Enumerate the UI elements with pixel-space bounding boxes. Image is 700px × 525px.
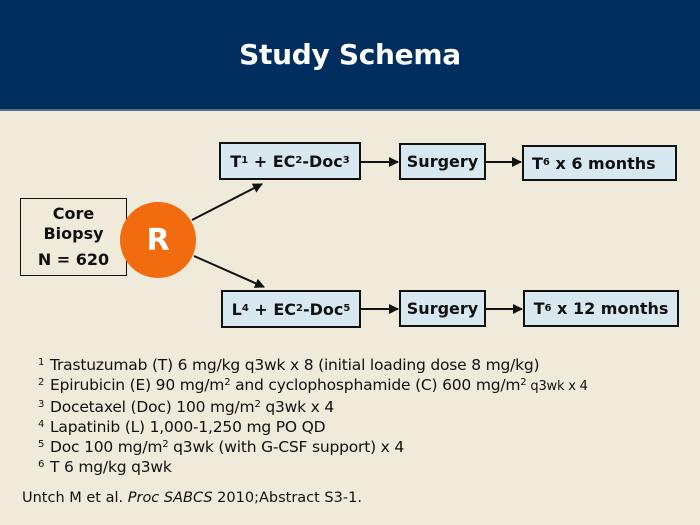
footnote-number: 4: [38, 419, 45, 430]
arm1-drug-a: T: [230, 151, 242, 171]
footnote-text: and cyclophosphamide (C) 600 mg/m: [230, 376, 521, 394]
arm1-maint-drug: T: [532, 153, 543, 173]
arm1-maint-duration: x 6 months: [549, 153, 656, 173]
footnote-text: Lapatinib (L) 1,000-1,250 mg PO QD: [50, 418, 326, 436]
enrollment-line1: Core: [52, 204, 95, 223]
title-bar: Study Schema: [0, 0, 700, 111]
citation-journal: Proc SABCS: [127, 490, 213, 506]
footnote-text: Trastuzumab (T) 6 mg/kg q3wk x 8 (initia…: [50, 356, 540, 374]
superscript: 2: [162, 439, 169, 450]
footnote-number: 1: [38, 357, 45, 368]
superscript: 2: [254, 399, 261, 410]
footnote-number: 2: [38, 377, 45, 388]
footnotes: 1 Trastuzumab (T) 6 mg/kg q3wk x 8 (initi…: [38, 355, 588, 477]
footnote-3: 3 Docetaxel (Doc) 100 mg/m2 q3wk x 4: [38, 397, 588, 417]
footnote-text: q3wk x 4: [260, 398, 334, 416]
citation-details: 2010;Abstract S3-1.: [212, 490, 362, 506]
footnote-number: 3: [38, 399, 45, 410]
footnote-4: 4 Lapatinib (L) 1,000-1,250 mg PO QD: [38, 417, 588, 437]
arrow-to-arm-1: [191, 183, 263, 221]
arm2-maint-duration: x 12 months: [551, 299, 669, 318]
footnote-6: 6 T 6 mg/kg q3wk: [38, 457, 588, 477]
arm1-drug-c: -Doc: [302, 151, 343, 171]
arm2-drug-b: + EC: [248, 299, 297, 319]
arrow-to-arm-2: [193, 255, 265, 288]
citation-authors: Untch M et al.: [22, 490, 128, 506]
enrollment-n: N = 620: [37, 250, 110, 269]
footnote-1: 1 Trastuzumab (T) 6 mg/kg q3wk x 8 (initi…: [38, 355, 588, 375]
randomization-label: R: [146, 222, 170, 258]
footnote-number: 5: [38, 439, 45, 450]
arm2-drug-c: -Doc: [302, 299, 344, 319]
randomization-circle: R: [120, 202, 196, 278]
footnote-text: T 6 mg/kg q3wk: [50, 458, 172, 476]
arm2-drug-a: L: [231, 299, 242, 319]
footnote-text: q3wk (with G-CSF support) x 4: [168, 438, 405, 456]
footnote-5: 5 Doc 100 mg/m2 q3wk (with G-CSF support)…: [38, 437, 588, 457]
footnote-text: q3wk x 4: [526, 379, 588, 394]
arm2-maint-drug: T: [533, 299, 545, 318]
arm1-drug-b: + EC: [248, 151, 296, 171]
slide-title: Study Schema: [239, 38, 461, 71]
arm1-surgery-box: Surgery: [399, 143, 486, 180]
footnote-text: Docetaxel (Doc) 100 mg/m: [50, 398, 255, 416]
footnote-text: Doc 100 mg/m: [50, 438, 163, 456]
superscript: 2: [224, 377, 231, 388]
enrollment-box: Core Biopsy N = 620: [20, 198, 127, 276]
superscript: 2: [520, 377, 527, 388]
enrollment-line2: Biopsy: [43, 224, 104, 243]
arm2-surgery-box: Surgery: [399, 290, 486, 327]
arm2-surgery-label: Surgery: [406, 299, 479, 318]
citation: Untch M et al. Proc SABCS 2010;Abstract …: [22, 490, 362, 506]
footnote-number: 6: [38, 459, 45, 470]
footnote-text: Epirubicin (E) 90 mg/m: [50, 376, 225, 394]
arm1-surgery-label: Surgery: [406, 152, 479, 171]
